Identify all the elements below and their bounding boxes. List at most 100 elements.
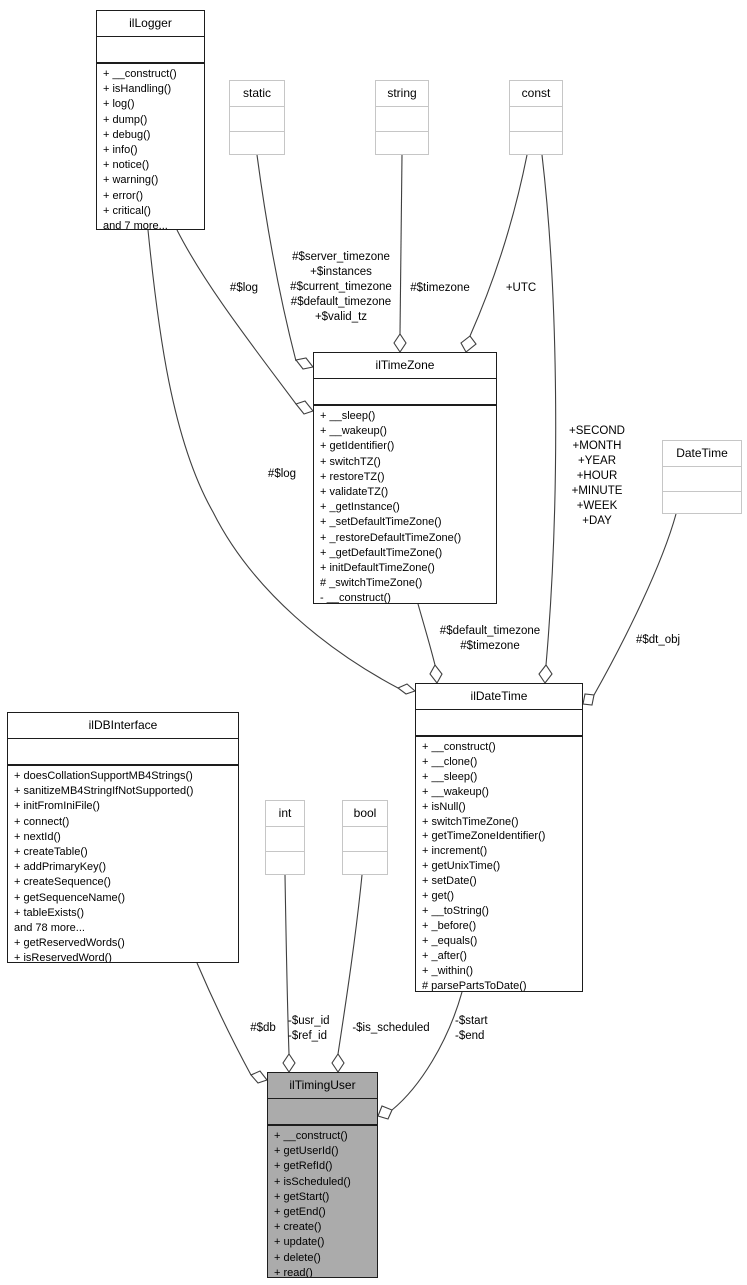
method-label: + __sleep() xyxy=(422,770,478,783)
edge-datetime-to-timinguser xyxy=(391,991,463,1111)
edge-phpdatetime-to-datetime xyxy=(593,513,677,696)
class-title: const xyxy=(510,81,562,107)
method-label: + restoreTZ() xyxy=(320,470,385,483)
edge-label-dt-obj: #$dt_obj xyxy=(635,634,681,646)
methods-section: + __construct()+ __clone()+ __sleep()+ _… xyxy=(416,737,582,991)
class-node-iltiminguser-focus: ilTimingUser + __construct() + getUserId(… xyxy=(267,1072,378,1278)
class-title: DateTime xyxy=(663,441,741,467)
aggregation-diamond xyxy=(429,664,443,684)
method-label: + getIdentifier() xyxy=(320,440,395,453)
type-node-string: string xyxy=(375,80,429,155)
aggregation-diamond xyxy=(538,664,553,684)
method-label: + _after() xyxy=(422,949,467,962)
edge-db-to-timinguser xyxy=(196,962,252,1076)
method-label: + initDefaultTimeZone() xyxy=(320,562,435,575)
method-label: + getRefId() xyxy=(274,1160,333,1173)
aggregation-diamond xyxy=(393,333,407,353)
methods-section xyxy=(376,132,428,156)
method-label: + create() xyxy=(274,1221,322,1234)
method-label: + initFromIniFile() xyxy=(14,800,100,813)
method-label: + switchTZ() xyxy=(320,455,381,468)
method-label: + isReservedWord() xyxy=(14,952,112,962)
class-node-iltimezone[interactable]: ilTimeZone + __sleep()+ __wakeup()+ getI… xyxy=(313,352,497,604)
method-label: + __clone() xyxy=(422,755,478,768)
attributes-section xyxy=(510,107,562,132)
class-title: ilTimingUser xyxy=(268,1073,377,1099)
type-node-const: const xyxy=(509,80,563,155)
aggregation-diamond xyxy=(582,693,595,706)
edge-label-const-units: +SECOND +MONTH +YEAR +HOUR +MINUTE +WEEK… xyxy=(569,425,625,527)
class-node-ildbinterface[interactable]: ilDBInterface + doesCollationSupportMB4S… xyxy=(7,712,239,963)
methods-section: + __sleep() + __wakeup() + getIdentifier()… xyxy=(314,406,496,603)
aggregation-diamond xyxy=(460,335,477,353)
method-label: # _switchTimeZone() xyxy=(320,577,423,590)
type-node-datetime: DateTime xyxy=(662,440,742,514)
method-label: + __sleep() xyxy=(320,410,376,422)
method-label: + addPrimaryKey() xyxy=(14,861,107,874)
method-label: + isHandling() xyxy=(103,83,172,96)
attributes-section xyxy=(266,827,304,852)
edge-logger-to-timezone xyxy=(176,229,297,405)
edge-label-log-datetime: #$log xyxy=(267,468,297,480)
class-node-illogger[interactable]: ilLogger + __construct()+ isHandling()+ … xyxy=(96,10,205,230)
attributes-section xyxy=(8,739,238,766)
methods-section: + __construct()+ isHandling()+ log()+ du… xyxy=(97,64,204,229)
class-node-ildatetime[interactable]: ilDateTime + __construct()+ __clone()+ _… xyxy=(415,683,583,992)
method-label: + update() xyxy=(274,1236,325,1249)
edge-label-log-timezone: #$log xyxy=(229,282,259,294)
method-label: + getUserId() xyxy=(274,1145,339,1158)
type-node-int: int xyxy=(265,800,305,875)
method-label: + getSequenceName() xyxy=(14,891,125,904)
method-label: + notice() xyxy=(103,159,150,172)
method-label: + nextId() xyxy=(14,830,61,843)
method-label: + getTimeZoneIdentifier() xyxy=(422,830,546,843)
method-label: + _getDefaultTimeZone() xyxy=(320,546,443,559)
class-title: ilDateTime xyxy=(416,684,582,710)
methods-section xyxy=(663,492,741,516)
method-label: + isScheduled() xyxy=(274,1175,351,1188)
attributes-section xyxy=(416,710,582,737)
method-label: + log() xyxy=(103,98,135,111)
edge-const-to-timezone xyxy=(469,154,528,337)
edge-const-to-datetime xyxy=(541,154,557,666)
edge-label-utc: +UTC xyxy=(505,282,537,294)
aggregation-diamond xyxy=(331,1053,345,1073)
method-label: + _within() xyxy=(422,964,474,977)
method-label: + error() xyxy=(103,189,144,202)
method-label: + critical() xyxy=(103,204,151,217)
method-label: + __wakeup() xyxy=(422,785,489,798)
aggregation-diamond xyxy=(250,1070,268,1084)
aggregation-diamond xyxy=(377,1105,393,1120)
edge-label-is-scheduled: -$is_scheduled xyxy=(352,1022,430,1034)
method-label: + sanitizeMB4StringIfNotSupported() xyxy=(14,785,194,798)
method-label: + __construct() xyxy=(274,1130,348,1142)
attributes-section xyxy=(343,827,387,852)
methods-section xyxy=(343,852,387,876)
edge-label-usr-ref-id: -$usr_id -$ref_id xyxy=(288,1015,330,1042)
aggregation-diamond xyxy=(282,1053,296,1073)
method-label: + validateTZ() xyxy=(320,486,389,499)
class-title: ilDBInterface xyxy=(8,713,238,739)
method-label: + createTable() xyxy=(14,846,88,859)
attributes-section xyxy=(376,107,428,132)
attributes-section xyxy=(97,37,204,64)
aggregation-diamond xyxy=(295,357,314,370)
edge-label-timezone-attr: #$timezone xyxy=(410,282,470,294)
methods-section xyxy=(510,132,562,156)
class-title: bool xyxy=(343,801,387,827)
edge-label-default-timezone: #$default_timezone #$timezone xyxy=(439,625,541,652)
aggregation-diamond xyxy=(295,400,314,415)
methods-section: + __construct() + getUserId() + getRefId()… xyxy=(268,1126,377,1277)
method-label: # parsePartsToDate() xyxy=(422,979,527,992)
edge-label-start-end: -$start -$end xyxy=(455,1015,488,1042)
type-node-bool: bool xyxy=(342,800,388,875)
method-label: + warning() xyxy=(103,174,159,187)
method-label: + _setDefaultTimeZone() xyxy=(320,516,442,529)
methods-section xyxy=(230,132,284,156)
attributes-section xyxy=(230,107,284,132)
method-label: + __wakeup() xyxy=(320,425,387,438)
method-label: + isNull() xyxy=(422,800,466,813)
method-label: + __toString() xyxy=(422,904,489,917)
method-label: + tableExists() xyxy=(14,906,84,919)
